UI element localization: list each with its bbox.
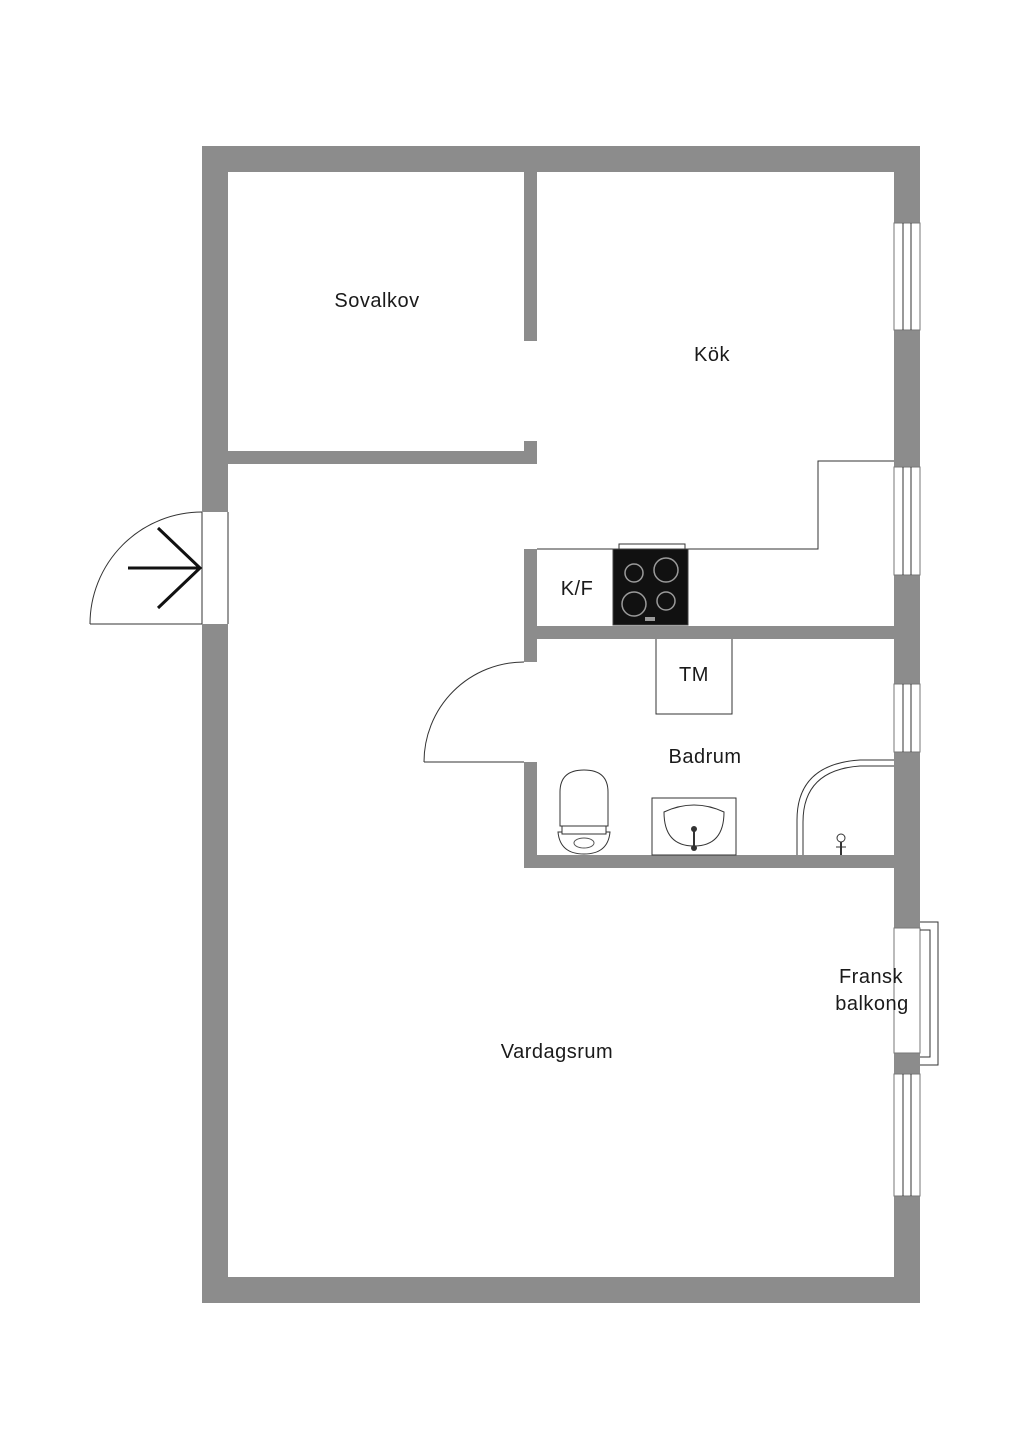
toilet-icon [557,769,611,855]
partition-bath-left [524,639,537,662]
room-label-fransk: Fransk [839,966,904,988]
window-kok-1 [893,222,921,331]
room-label-tm: TM [679,664,709,686]
outer-wall-right-3 [894,575,920,684]
window-fransk-balkong [893,921,939,1066]
room-label-balkong: balkong [835,993,909,1015]
outer-wall-right-5 [894,1053,920,1074]
walls [202,146,920,1303]
washing-machine [655,639,733,715]
room-labels: Sovalkov Kök K/F TM Badrum Fransk balkon… [334,290,908,1063]
sink-icon [651,797,737,856]
outer-wall-right-2 [894,330,920,467]
kitchen-counter [537,460,894,550]
entrance-arrow-icon [128,526,203,610]
outer-wall-left-lower [202,624,228,1303]
room-label-kf: K/F [561,578,594,600]
shower-icon [796,759,894,855]
outer-wall-top [202,146,920,172]
partition-kitchen-bath [524,626,894,639]
partition-bath-bottom [524,855,894,868]
bathroom-door [423,661,525,763]
outer-wall-right-4 [894,752,920,928]
outer-wall-left-upper [202,146,228,512]
outer-wall-bottom [202,1277,920,1303]
partition-sovalkov-bottom [228,451,537,464]
partition-sovalkov-kok-upper [524,172,537,341]
room-label-kok: Kök [694,344,730,366]
room-label-badrum: Badrum [668,746,741,768]
room-label-vardagsrum: Vardagsrum [501,1041,613,1063]
stove-icon [612,543,689,626]
partition-bath-left-lower [524,762,537,868]
partition-kitchen-left [524,549,537,633]
windows [893,222,939,1197]
window-badrum [893,683,921,753]
outer-wall-right-1 [894,146,920,223]
window-kok-2 [893,466,921,576]
window-vardagsrum [893,1073,921,1197]
outer-wall-right-6 [894,1196,920,1303]
room-label-sovalkov: Sovalkov [334,290,419,312]
